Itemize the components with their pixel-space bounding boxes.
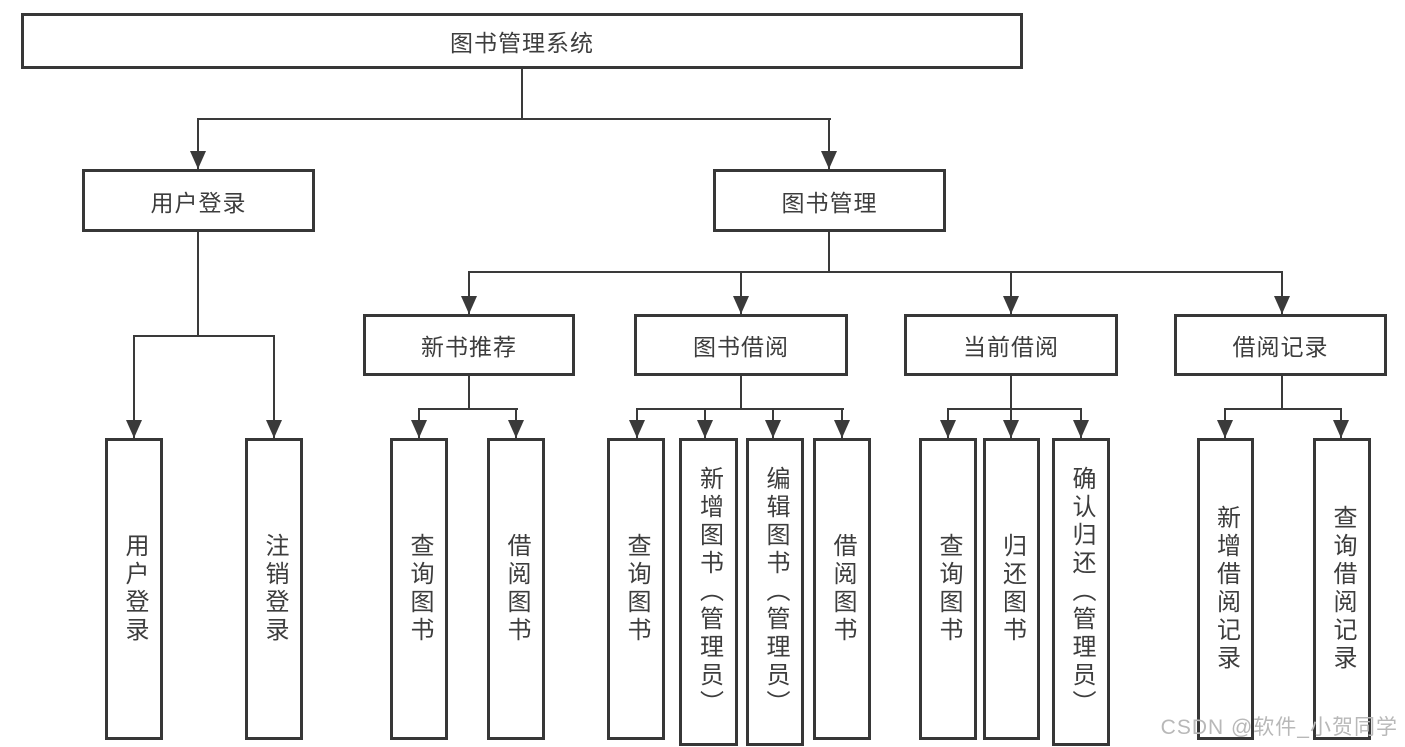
node-label: 用户登录 — [150, 189, 247, 216]
arrowhead-down-icon — [1003, 420, 1019, 438]
connector-segment — [947, 408, 1082, 410]
arrowhead-down-icon — [126, 420, 142, 438]
connector-segment — [133, 335, 275, 337]
node-add-book-admin: 新增图书（管理员） — [679, 438, 738, 746]
connector-segment — [1010, 271, 1012, 314]
arrowhead-down-icon — [1217, 420, 1233, 438]
node-book-mgmt: 图书管理 — [713, 169, 946, 232]
node-label: 查询图书 — [935, 533, 962, 645]
node-confirm-return-admin: 确认归还（管理员） — [1052, 438, 1110, 746]
arrowhead-down-icon — [1333, 420, 1349, 438]
connector-segment — [133, 335, 135, 438]
node-book-borrow: 图书借阅 — [634, 314, 848, 376]
node-label: 归还图书 — [998, 533, 1026, 645]
node-borrow-book-rec: 借阅图书 — [487, 438, 545, 740]
node-logout-leaf: 注销登录 — [245, 438, 303, 740]
node-label: 新增借阅记录 — [1212, 505, 1240, 673]
node-label: 新增图书（管理员） — [695, 466, 723, 718]
node-borrow-book-leaf: 借阅图书 — [813, 438, 871, 740]
arrowhead-down-icon — [834, 420, 850, 438]
connector-segment — [828, 118, 830, 169]
node-label: 图书管理 — [781, 189, 878, 216]
node-label: 注销登录 — [261, 533, 288, 645]
arrowhead-down-icon — [1274, 296, 1290, 314]
node-label: 借阅记录 — [1232, 334, 1329, 360]
connector-segment — [636, 408, 844, 410]
connector-segment — [273, 335, 275, 438]
connector-segment — [1010, 376, 1012, 409]
node-user-login-leaf: 用户登录 — [105, 438, 163, 740]
connector-segment — [1281, 271, 1283, 314]
arrowhead-down-icon — [508, 420, 524, 438]
node-label: 新书推荐 — [421, 334, 517, 360]
node-query-book-current: 查询图书 — [919, 438, 977, 740]
node-new-book-rec: 新书推荐 — [363, 314, 575, 376]
arrowhead-down-icon — [411, 420, 427, 438]
connector-segment — [418, 408, 518, 410]
csdn-watermark: CSDN @软件_小贺同学 — [1160, 716, 1398, 739]
node-current-borrow: 当前借阅 — [904, 314, 1118, 376]
node-add-borrow-record: 新增借阅记录 — [1197, 438, 1254, 740]
connector-segment — [197, 118, 199, 169]
node-label: 借阅图书 — [829, 533, 856, 645]
arrowhead-down-icon — [1073, 420, 1089, 438]
node-label: 编辑图书（管理员） — [762, 466, 789, 718]
node-label: 当前借阅 — [963, 334, 1059, 360]
arrowhead-down-icon — [266, 420, 282, 438]
node-label: 确认归还（管理员） — [1068, 466, 1095, 718]
connector-segment — [740, 376, 742, 409]
arrowhead-down-icon — [1003, 296, 1019, 314]
node-query-borrow-record: 查询借阅记录 — [1313, 438, 1371, 740]
node-label: 查询借阅记录 — [1329, 505, 1356, 673]
connector-segment — [1281, 376, 1283, 409]
arrowhead-down-icon — [697, 420, 713, 438]
arrowhead-down-icon — [940, 420, 956, 438]
connector-segment — [468, 271, 470, 314]
connector-segment — [197, 232, 199, 336]
connector-segment — [740, 271, 742, 314]
node-query-book-borrow: 查询图书 — [607, 438, 665, 740]
arrowhead-down-icon — [821, 151, 837, 169]
connector-segment — [468, 376, 470, 409]
node-root: 图书管理系统 — [21, 13, 1023, 69]
node-label: 图书管理系统 — [450, 30, 594, 56]
connector-segment — [468, 271, 1283, 273]
node-label: 借阅图书 — [503, 533, 530, 645]
node-edit-book-admin: 编辑图书（管理员） — [746, 438, 804, 746]
node-label: 图书借阅 — [693, 334, 789, 360]
node-return-book: 归还图书 — [983, 438, 1040, 740]
node-user-login: 用户登录 — [82, 169, 315, 232]
arrowhead-down-icon — [765, 420, 781, 438]
node-label: 查询图书 — [623, 533, 650, 645]
connector-segment — [521, 69, 523, 119]
arrowhead-down-icon — [190, 151, 206, 169]
node-label: 查询图书 — [406, 533, 433, 645]
arrowhead-down-icon — [733, 296, 749, 314]
connector-segment — [197, 118, 831, 120]
connector-segment — [1224, 408, 1342, 410]
node-label: 用户登录 — [121, 533, 148, 645]
node-borrow-record: 借阅记录 — [1174, 314, 1387, 376]
node-query-book-rec: 查询图书 — [390, 438, 448, 740]
arrowhead-down-icon — [629, 420, 645, 438]
arrowhead-down-icon — [461, 296, 477, 314]
connector-segment — [828, 232, 830, 273]
